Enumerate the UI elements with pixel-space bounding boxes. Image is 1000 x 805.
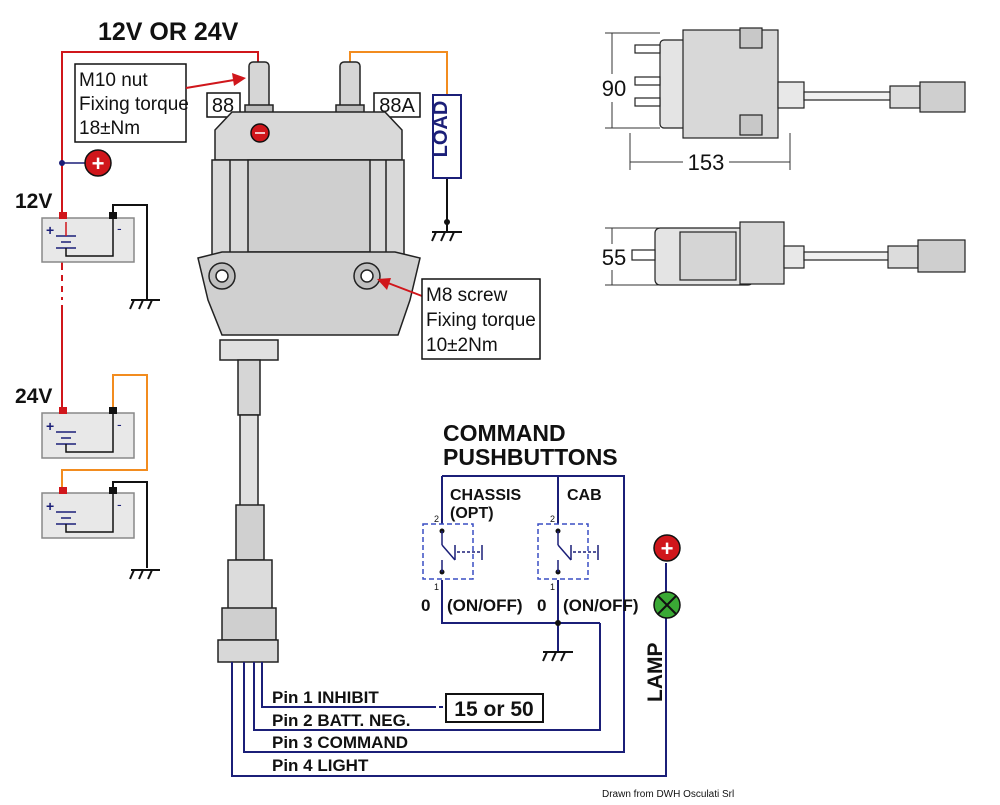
cab-onoff-label: (ON/OFF) bbox=[563, 596, 639, 615]
pin-4-label: Pin 4 LIGHT bbox=[272, 756, 369, 775]
battery-24v-bottom-icon: + - bbox=[41, 487, 135, 539]
dim-55: 55 bbox=[602, 245, 626, 270]
callout-m10-nut: M10 nut Fixing torque 18±Nm bbox=[74, 63, 189, 143]
label-12v: 12V bbox=[15, 190, 52, 213]
pin-wiring bbox=[231, 475, 667, 777]
dim-90: 90 bbox=[602, 76, 626, 101]
cab-off-label: 0 bbox=[537, 596, 546, 615]
ground-icon bbox=[542, 651, 573, 662]
pushbuttons-title-line1: COMMAND bbox=[443, 420, 566, 446]
lamp-label: LAMP bbox=[644, 643, 667, 703]
svg-text:1: 1 bbox=[550, 582, 555, 592]
svg-text:-: - bbox=[117, 496, 122, 512]
credit-text: Drawn from DWH Osculati Srl bbox=[602, 789, 734, 800]
svg-text:-: - bbox=[117, 220, 122, 236]
svg-text:2: 2 bbox=[550, 514, 555, 524]
chassis-onoff-label: (ON/OFF) bbox=[447, 596, 523, 615]
arrow-icon bbox=[185, 73, 246, 89]
lamp-icon bbox=[653, 591, 681, 619]
ground-icon bbox=[431, 222, 462, 242]
cab-pushbutton-icon: 2 1 bbox=[537, 514, 599, 592]
svg-text:88: 88 bbox=[212, 95, 234, 117]
svg-text:-: - bbox=[117, 416, 122, 432]
dimension-top-view bbox=[634, 27, 966, 139]
ignition-15-50-box: 15 or 50 bbox=[445, 693, 544, 723]
chassis-label: CHASSIS bbox=[450, 487, 521, 504]
cable-harness bbox=[217, 359, 279, 663]
cab-label: CAB bbox=[567, 487, 602, 504]
svg-text:+: + bbox=[46, 222, 54, 238]
chassis-opt-label: (OPT) bbox=[450, 505, 494, 522]
load-box: LOAD bbox=[430, 94, 462, 179]
dim-153: 153 bbox=[688, 150, 725, 175]
pushbuttons-title-line2: PUSHBUTTONS bbox=[443, 444, 618, 470]
svg-text:88A: 88A bbox=[379, 95, 415, 117]
svg-text:Fixing torque: Fixing torque bbox=[79, 94, 189, 115]
lamp-plus-icon: + bbox=[653, 534, 681, 562]
svg-text:+: + bbox=[46, 418, 54, 434]
pin-3-label: Pin 3 COMMAND bbox=[272, 733, 408, 752]
battery-12v-icon: + - bbox=[41, 212, 135, 263]
svg-text:18±Nm: 18±Nm bbox=[79, 118, 140, 139]
callout-m8-screw: M8 screw Fixing torque 10±2Nm bbox=[421, 278, 541, 360]
arrow-icon bbox=[377, 278, 423, 297]
svg-text:10±2Nm: 10±2Nm bbox=[426, 335, 498, 356]
svg-text:1: 1 bbox=[434, 582, 439, 592]
svg-text:Fixing torque: Fixing torque bbox=[426, 310, 536, 331]
supply-plus-icon: + bbox=[59, 149, 112, 177]
dimension-side-view bbox=[631, 221, 966, 286]
svg-text:M10 nut: M10 nut bbox=[79, 70, 148, 91]
ground-icon bbox=[129, 569, 160, 580]
pin-2-label: Pin 2 BATT. NEG. bbox=[272, 711, 411, 730]
battery-switch-body bbox=[197, 61, 421, 361]
svg-text:+: + bbox=[92, 151, 105, 176]
label-24v: 24V bbox=[15, 385, 52, 408]
svg-text:2: 2 bbox=[434, 514, 439, 524]
svg-text:15 or 50: 15 or 50 bbox=[454, 698, 533, 721]
chassis-off-label: 0 bbox=[421, 596, 430, 615]
pin-1-label: Pin 1 INHIBIT bbox=[272, 688, 379, 707]
svg-text:LOAD: LOAD bbox=[430, 101, 452, 158]
svg-text:M8 screw: M8 screw bbox=[426, 285, 508, 306]
supply-title: 12V OR 24V bbox=[98, 18, 239, 46]
battery-24v-top-icon: + - bbox=[41, 407, 135, 459]
svg-text:+: + bbox=[46, 498, 54, 514]
chassis-pushbutton-icon: 2 1 bbox=[422, 514, 483, 592]
svg-text:+: + bbox=[661, 536, 674, 561]
supply-wiring bbox=[61, 51, 448, 568]
ground-icon bbox=[129, 298, 160, 310]
